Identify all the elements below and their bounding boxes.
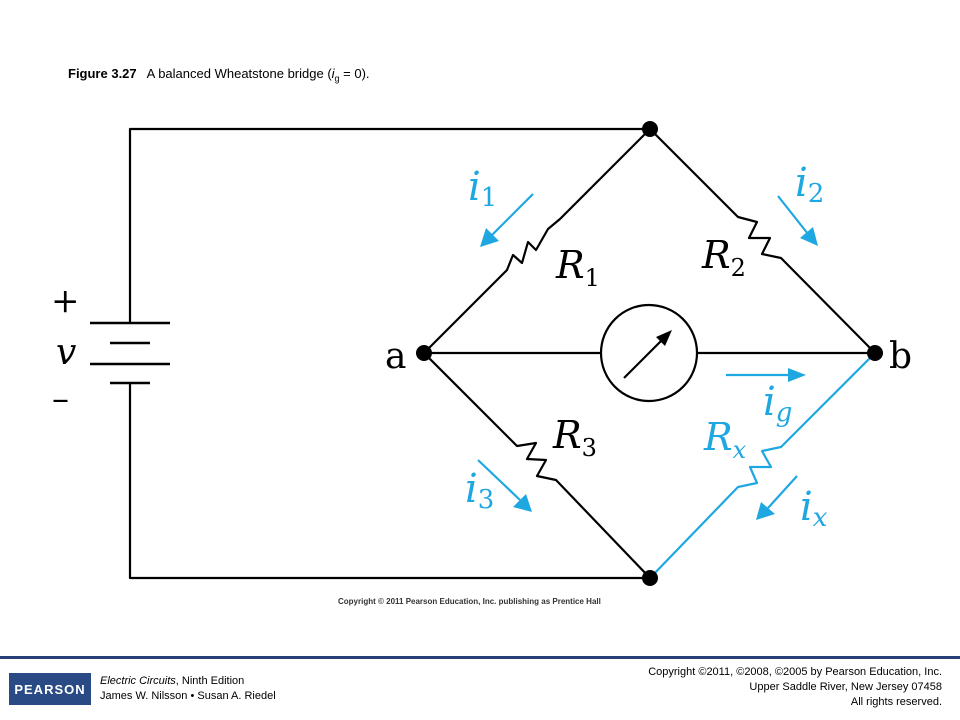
wire-bottom	[128, 383, 650, 580]
battery-plus-label: +	[51, 281, 80, 321]
arrow-ix	[756, 475, 798, 520]
node-top	[642, 121, 658, 137]
r2-label: R2	[701, 233, 746, 282]
figure-number: Figure 3.27	[68, 66, 137, 81]
caption-text-end: = 0).	[339, 66, 370, 81]
resistor-r3	[423, 352, 651, 579]
r1-label: R1	[555, 243, 600, 292]
ig-label: ig	[763, 379, 792, 428]
arrow-i3	[477, 459, 532, 512]
current-arrows	[477, 193, 818, 520]
i3-label: i3	[465, 466, 494, 515]
ix-label: ix	[800, 484, 828, 533]
caption-var: i	[331, 66, 335, 81]
book-info: Electric Circuits, Ninth Edition James W…	[100, 674, 276, 704]
resistor-r1	[423, 128, 651, 354]
i1-label: i1	[468, 164, 497, 213]
node-b	[867, 345, 883, 361]
figure-caption: Figure 3.27 A balanced Wheatstone bridge …	[68, 66, 370, 84]
wheatstone-bridge-diagram: + v – a b R1 R2 R3 i1 i2 i3 ix ig	[51, 121, 912, 586]
copyright-line-1: Copyright ©2011, ©2008, ©2005 by Pearson…	[648, 666, 942, 678]
galvanometer	[599, 303, 699, 403]
caption-text-start: A balanced Wheatstone bridge (	[146, 66, 332, 81]
footer-divider	[0, 656, 960, 659]
black-wires	[128, 127, 876, 580]
node-a-label: a	[385, 336, 406, 377]
pearson-logo: PEARSON	[9, 673, 91, 705]
book-title: Electric Circuits	[100, 675, 176, 687]
copyright-line-2: Upper Saddle River, New Jersey 07458	[749, 681, 942, 693]
battery	[90, 321, 170, 385]
r3-label: R3	[552, 413, 597, 462]
rx-label: Rx	[703, 415, 747, 464]
resistor-rx	[649, 352, 876, 579]
copyright-block: Copyright ©2011, ©2008, ©2005 by Pearson…	[648, 665, 942, 710]
resistor-r2	[649, 128, 876, 354]
wire-top	[128, 127, 650, 323]
black-labels: + v – a b R1 R2 R3	[51, 233, 912, 462]
copyright-line-3: All rights reserved.	[850, 696, 942, 708]
arrow-i2	[777, 195, 818, 246]
node-bottom	[642, 570, 658, 586]
nodes	[416, 121, 883, 586]
source-voltage-label: v	[56, 332, 76, 373]
arrow-i1	[480, 193, 534, 247]
arrow-ig	[726, 368, 806, 382]
battery-minus-label: –	[52, 379, 69, 419]
node-a	[416, 345, 432, 361]
book-edition: , Ninth Edition	[175, 675, 245, 687]
caption-sub: g	[334, 73, 340, 84]
book-authors: James W. Nilsson • Susan A. Riedel	[100, 690, 276, 702]
i2-label: i2	[795, 160, 824, 209]
blue-labels: i1 i2 i3 ix ig Rx	[465, 160, 828, 533]
node-b-label: b	[889, 336, 912, 377]
publisher-credit: Copyright © 2011 Pearson Education, Inc.…	[338, 597, 601, 606]
